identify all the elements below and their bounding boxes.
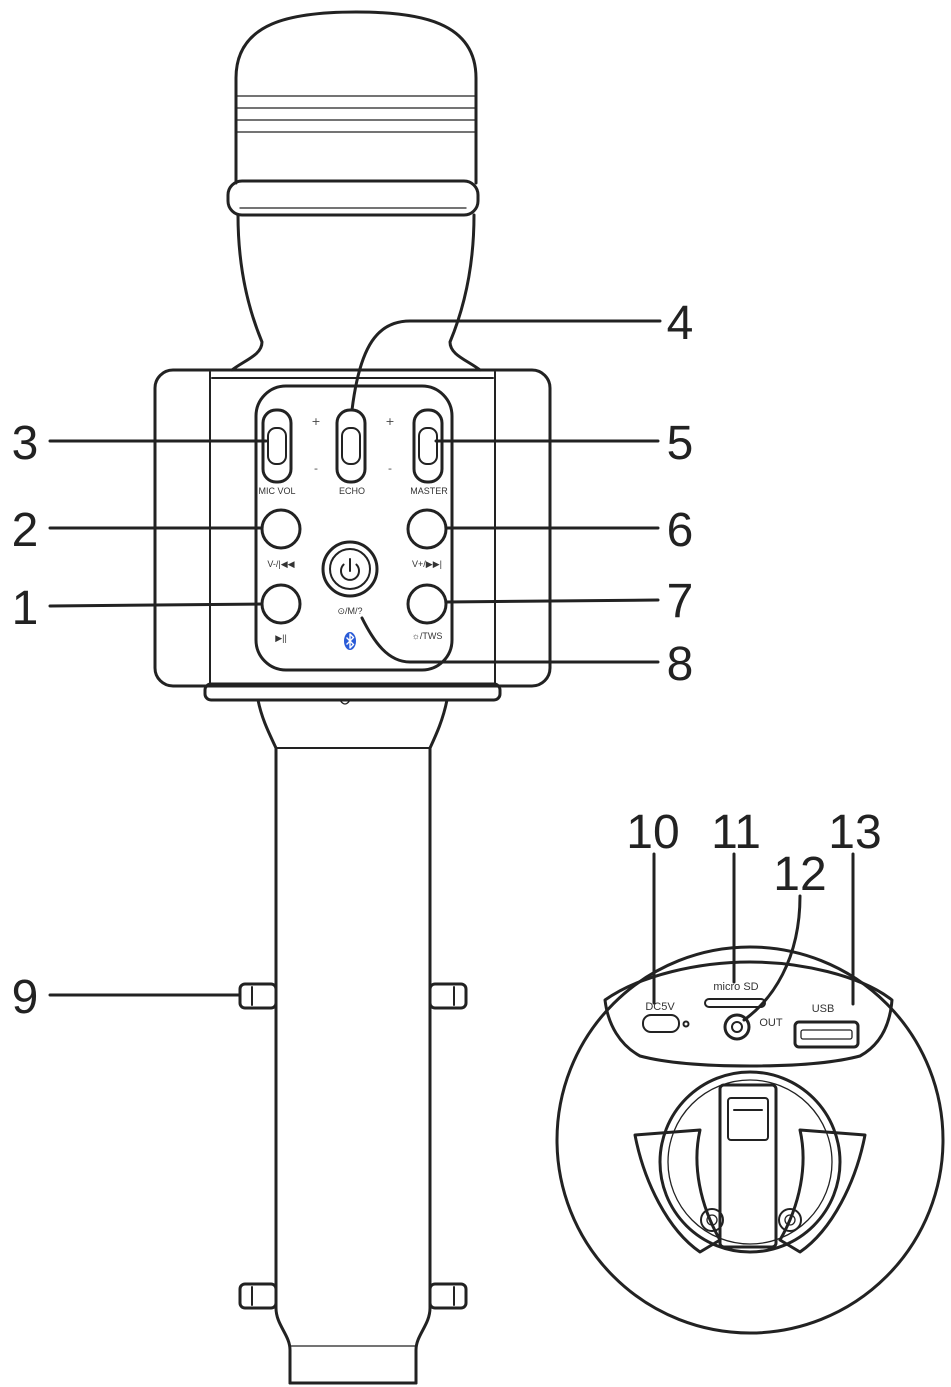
callout-line-8 xyxy=(360,616,660,664)
handle-bottom-left xyxy=(274,1306,292,1385)
micro-sd-label: micro SD xyxy=(713,981,758,993)
callout-3: 3 xyxy=(12,417,39,470)
callout-numbers: 1 2 3 4 5 6 7 8 9 10 11 12 13 xyxy=(12,297,882,1024)
volume-up-next-label: V+/▶▶| xyxy=(412,559,442,569)
mic-cup-right xyxy=(448,213,482,372)
callout-5: 5 xyxy=(667,417,694,470)
charge-indicator xyxy=(682,1020,690,1028)
callout-6: 6 xyxy=(667,504,694,557)
usb-label: USB xyxy=(812,1003,835,1015)
callout-13: 13 xyxy=(828,806,881,859)
handle-bottom-right xyxy=(414,1306,432,1385)
mic-head-ring xyxy=(226,179,480,217)
callout-line-7 xyxy=(444,598,660,604)
bottom-view: DC5V micro SD OUT USB xyxy=(555,945,945,1335)
usb-port[interactable] xyxy=(793,1020,860,1049)
callout-7: 7 xyxy=(667,575,694,628)
minus-sign-right: - xyxy=(388,462,392,475)
body-base-strip xyxy=(203,682,502,702)
bluetooth-icon xyxy=(344,632,356,650)
slider-knob[interactable] xyxy=(267,427,287,465)
power-button-outer[interactable] xyxy=(321,540,379,598)
handle-nub xyxy=(238,1282,278,1310)
control-panel: + + - - MIC VOL ECHO MASTER V-/|◀◀ V+/▶▶… xyxy=(254,384,454,672)
mount-wing-left xyxy=(633,1128,722,1254)
plus-sign-right: + xyxy=(385,415,394,428)
mount-wing-right xyxy=(778,1128,867,1254)
mic-handle xyxy=(238,698,468,1385)
callout-lines xyxy=(48,319,855,1022)
port-panel xyxy=(603,960,894,1068)
echo-label: ECHO xyxy=(339,486,365,496)
callout-10: 10 xyxy=(626,806,679,859)
mic-vol-slider[interactable] xyxy=(261,408,293,484)
mount-clip-bar xyxy=(718,1083,778,1249)
slider-knob[interactable] xyxy=(341,427,361,465)
power-button-inner xyxy=(329,548,371,590)
dc5v-label: DC5V xyxy=(645,1001,675,1013)
mic-cup-left xyxy=(230,213,264,372)
neck-left xyxy=(256,698,278,750)
callout-4: 4 xyxy=(667,297,694,350)
callout-2: 2 xyxy=(12,504,39,557)
callout-8: 8 xyxy=(667,638,694,691)
mode-label: ⊙/M/? xyxy=(337,606,362,616)
slider-slot xyxy=(261,408,293,484)
mic-vol-label: MIC VOL xyxy=(258,486,295,496)
callout-9: 9 xyxy=(12,971,39,1024)
power-button[interactable] xyxy=(321,540,379,598)
bottom-view-outline xyxy=(555,945,945,1335)
screw-left xyxy=(700,1208,724,1232)
neck-right xyxy=(428,698,449,750)
plus-sign-left: + xyxy=(311,415,320,428)
handle-nub xyxy=(428,1282,468,1310)
audio-out-jack-hole xyxy=(731,1021,743,1033)
dc5v-port[interactable] xyxy=(642,1014,680,1033)
audio-out-jack[interactable] xyxy=(723,1013,751,1041)
master-label: MASTER xyxy=(410,486,448,496)
mic-head-grille xyxy=(234,10,478,185)
usb-port-tongue xyxy=(800,1029,853,1040)
mic-head xyxy=(226,10,482,372)
minus-sign-left: - xyxy=(314,462,318,475)
play-pause-label: ▶|| xyxy=(275,633,287,643)
mount-ring-outer xyxy=(658,1070,842,1254)
mount-clip-slot xyxy=(727,1097,769,1141)
handle-nub xyxy=(428,982,468,1010)
callout-1: 1 xyxy=(12,582,39,635)
volume-down-previous-label: V-/|◀◀ xyxy=(267,559,294,569)
slider-knob[interactable] xyxy=(418,427,438,465)
screw-right xyxy=(778,1208,802,1232)
light-tws-label: ☼/TWS xyxy=(412,631,443,641)
callout-12: 12 xyxy=(773,848,826,901)
slider-slot xyxy=(412,408,444,484)
light-tws-button[interactable] xyxy=(406,583,448,625)
base-notch xyxy=(339,699,351,705)
callout-11: 11 xyxy=(711,806,761,859)
out-label: OUT xyxy=(759,1017,783,1029)
mount-ring-inner xyxy=(667,1079,833,1245)
callout-line-1 xyxy=(48,602,264,608)
master-slider[interactable] xyxy=(412,408,444,484)
callout-line-12 xyxy=(742,894,802,1022)
power-icon xyxy=(340,558,360,581)
callout-line-4 xyxy=(350,319,662,412)
